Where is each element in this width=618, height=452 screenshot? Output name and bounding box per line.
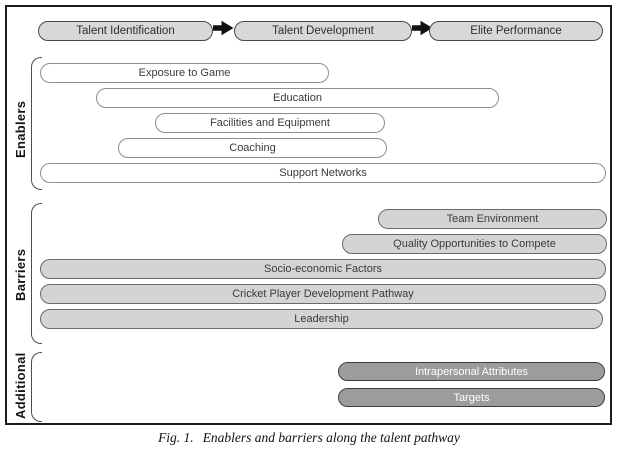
flow-arrow-icon [412, 20, 433, 36]
pill-intrapersonal-attributes: Intrapersonal Attributes [338, 362, 605, 381]
pill-facilities-and-equipment: Facilities and Equipment [155, 113, 385, 133]
pill-coaching: Coaching [118, 138, 387, 158]
stage-talent-development: Talent Development [234, 21, 412, 41]
pill-support-networks: Support Networks [40, 163, 606, 183]
pill-leadership: Leadership [40, 309, 603, 329]
stage-talent-identification: Talent Identification [38, 21, 213, 41]
stage-elite-performance: Elite Performance [429, 21, 603, 41]
pill-cricket-player-development-pathway: Cricket Player Development Pathway [40, 284, 606, 304]
section-label-barriers: Barriers [13, 248, 28, 302]
diagram-frame: Talent Identification Talent Development… [5, 5, 612, 425]
additional-brace [31, 352, 42, 422]
pill-socio-economic-factors: Socio-economic Factors [40, 259, 606, 279]
figure-caption-number: Fig. 1. [158, 430, 194, 445]
section-label-additional: Additional [13, 352, 28, 420]
pill-team-environment: Team Environment [378, 209, 607, 229]
figure-caption-text: Enablers and barriers along the talent p… [202, 430, 460, 445]
flow-arrow-icon [213, 20, 234, 36]
figure-caption: Fig. 1. Enablers and barriers along the t… [0, 430, 618, 446]
pill-quality-opportunities-to-compete: Quality Opportunities to Compete [342, 234, 607, 254]
pill-targets: Targets [338, 388, 605, 407]
pill-exposure-to-game: Exposure to Game [40, 63, 329, 83]
section-label-enablers: Enablers [13, 100, 28, 158]
pill-education: Education [96, 88, 499, 108]
